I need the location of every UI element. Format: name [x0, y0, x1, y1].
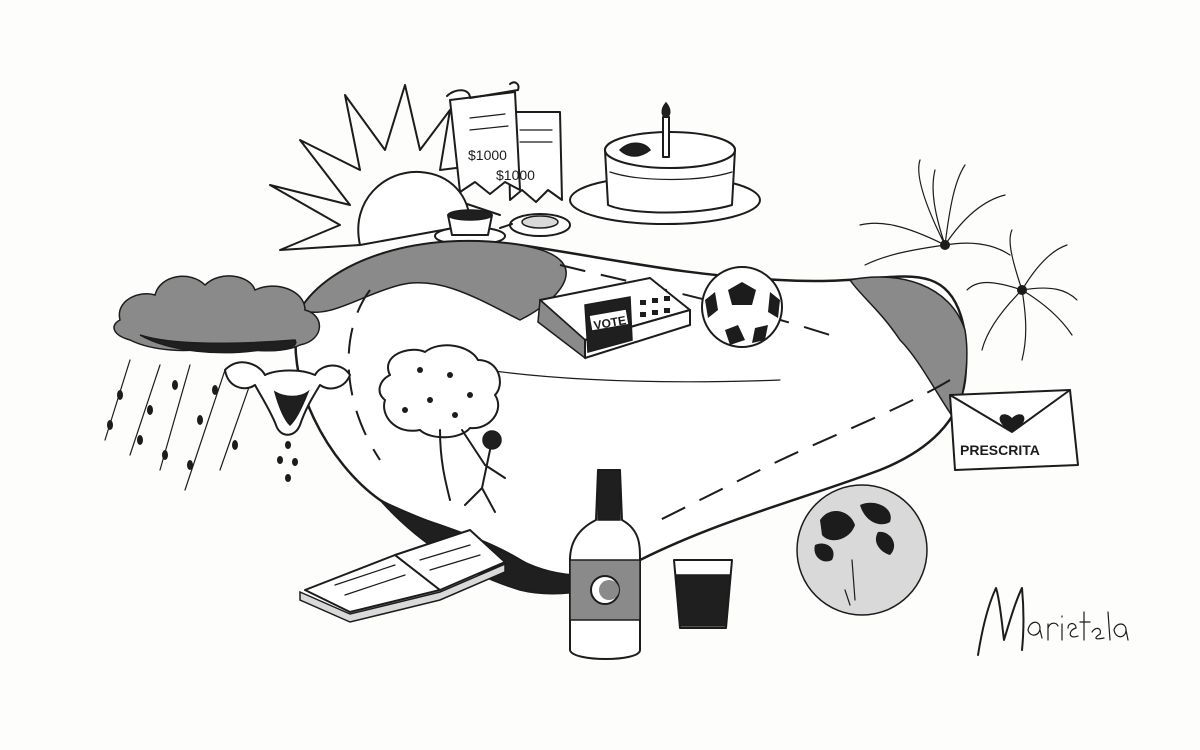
tree-icon: [378, 344, 501, 501]
watch-icon: [499, 213, 571, 237]
envelope-label: PRESCRITA: [960, 442, 1040, 458]
fireworks-icon: [859, 159, 1078, 361]
birthday-cake-icon: [569, 101, 761, 225]
ballot-box-icon: VOTE: [537, 277, 691, 360]
heart-icon: [999, 414, 1025, 432]
ballot-label: VOTE: [593, 313, 628, 332]
envelope-icon: PRESCRITA: [949, 389, 1079, 471]
bottle-icon: [569, 469, 641, 660]
person-icon: [461, 429, 506, 513]
receipt-amount-1: $1000: [468, 147, 507, 163]
globe-icon: [796, 484, 928, 616]
road: [294, 239, 968, 595]
uterus-icon: [224, 361, 351, 482]
glass-icon: [673, 559, 733, 629]
receipts-icon: $1000 $1000: [446, 81, 563, 203]
soccer-ball-icon: [701, 266, 783, 348]
receipt-amount-2: $1000: [496, 167, 535, 183]
rain-cloud-icon: [104, 275, 321, 491]
artist-signature: [977, 587, 1129, 656]
book-icon: [299, 529, 506, 623]
